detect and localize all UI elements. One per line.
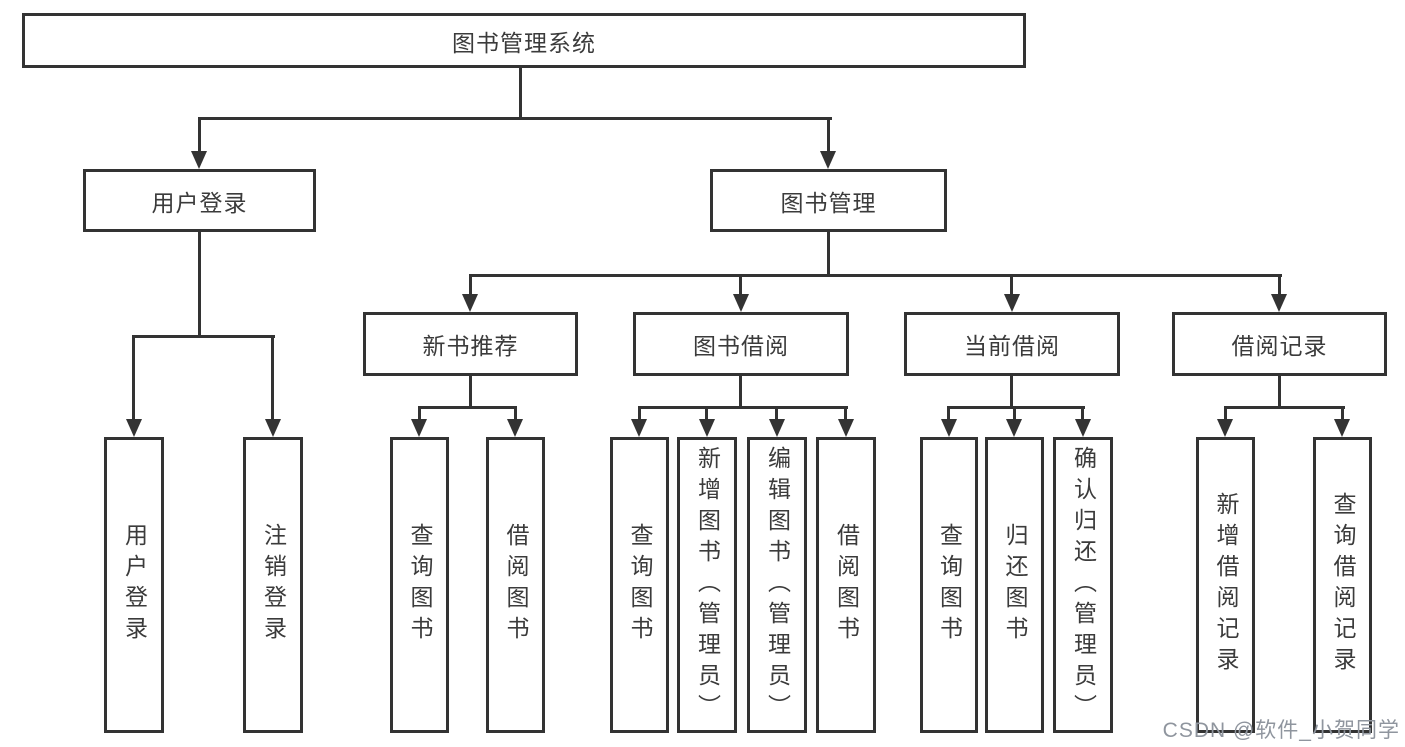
arrow-down xyxy=(733,294,749,312)
node-label: 图书管理 xyxy=(780,189,877,216)
node-label: 图书管理系统 xyxy=(452,29,596,56)
arrow-down xyxy=(462,294,478,312)
connector-line xyxy=(198,232,201,338)
connector-line xyxy=(638,406,641,423)
node-label: 新书推荐 xyxy=(422,333,519,359)
node-label: 用户登录 xyxy=(151,189,248,216)
arrow-down xyxy=(191,151,207,169)
connector-line xyxy=(198,117,832,120)
node-label: 用户登录 xyxy=(121,523,148,647)
connector-line xyxy=(469,274,472,298)
node-borrowing-records: 借阅记录 xyxy=(1172,312,1387,376)
arrow-down xyxy=(1006,419,1022,437)
arrow-down xyxy=(1075,419,1091,437)
node-add-books-admin: 新增图书（管理员） xyxy=(677,437,737,733)
arrow-down xyxy=(838,419,854,437)
node-user-login-leaf: 用户登录 xyxy=(104,437,164,733)
arrow-down xyxy=(631,419,647,437)
node-borrow-books-recommend: 借阅图书 xyxy=(486,437,545,733)
arrow-down xyxy=(265,419,281,437)
arrow-down xyxy=(126,419,142,437)
arrow-down xyxy=(769,419,785,437)
node-user-login: 用户登录 xyxy=(83,169,316,232)
connector-line xyxy=(1224,406,1227,423)
csdn-watermark: CSDN @软件_小贺同学 xyxy=(1162,719,1400,742)
node-query-books-recommend: 查询图书 xyxy=(390,437,449,733)
connector-line xyxy=(132,335,275,338)
connector-line xyxy=(827,117,830,155)
node-logout: 注销登录 xyxy=(243,437,303,733)
node-label: 新增借阅记录 xyxy=(1213,492,1239,678)
node-label: 编辑图书（管理员） xyxy=(764,445,791,725)
connector-line xyxy=(1278,274,1281,298)
connector-line xyxy=(1278,376,1281,409)
node-label: 当前借阅 xyxy=(964,333,1060,359)
arrow-down xyxy=(411,419,427,437)
connector-line xyxy=(514,406,517,423)
connector-line xyxy=(1013,406,1016,423)
connector-line xyxy=(418,406,421,423)
node-book-management: 图书管理 xyxy=(710,169,947,232)
connector-line xyxy=(827,232,830,277)
arrow-down xyxy=(941,419,957,437)
arrow-down xyxy=(1217,419,1233,437)
connector-line xyxy=(739,274,742,298)
connector-line xyxy=(1341,406,1344,423)
connector-line xyxy=(739,376,742,409)
arrow-down xyxy=(820,151,836,169)
connector-line xyxy=(469,274,1282,277)
connector-line xyxy=(1081,406,1084,423)
node-label: 借阅记录 xyxy=(1231,333,1328,359)
connector-line xyxy=(418,406,517,409)
node-query-books-current: 查询图书 xyxy=(920,437,978,733)
node-edit-books-admin: 编辑图书（管理员） xyxy=(747,437,807,733)
connector-line xyxy=(947,406,950,423)
node-query-books-borrowing: 查询图书 xyxy=(610,437,669,733)
node-current-borrowing: 当前借阅 xyxy=(904,312,1120,376)
connector-line xyxy=(947,406,1085,409)
connector-line xyxy=(775,406,778,423)
arrow-down xyxy=(1271,294,1287,312)
node-label: 确认归还（管理员） xyxy=(1070,445,1097,725)
node-return-books: 归还图书 xyxy=(985,437,1044,733)
arrow-down xyxy=(1004,294,1020,312)
node-label: 查询图书 xyxy=(936,523,963,647)
connector-line xyxy=(198,117,201,155)
node-query-borrow-record: 查询借阅记录 xyxy=(1313,437,1372,733)
connector-line xyxy=(1010,274,1013,298)
node-book-borrowing: 图书借阅 xyxy=(633,312,849,376)
node-confirm-return-admin: 确认归还（管理员） xyxy=(1053,437,1113,733)
connector-line xyxy=(132,335,135,423)
connector-line xyxy=(1010,376,1013,409)
connector-line xyxy=(844,406,847,423)
node-label: 归还图书 xyxy=(1002,523,1028,647)
node-label: 注销登录 xyxy=(260,523,287,647)
connector-line xyxy=(469,376,472,409)
node-new-book-recommendation: 新书推荐 xyxy=(363,312,578,376)
node-label: 查询借阅记录 xyxy=(1330,492,1356,678)
node-label: 借阅图书 xyxy=(833,523,860,647)
connector-line xyxy=(271,335,274,423)
node-borrow-books: 借阅图书 xyxy=(816,437,876,733)
node-label: 查询图书 xyxy=(407,523,433,647)
connector-line xyxy=(519,68,522,120)
arrow-down xyxy=(507,419,523,437)
node-library-management-system: 图书管理系统 xyxy=(22,13,1026,68)
node-label: 查询图书 xyxy=(627,523,653,647)
node-label: 图书借阅 xyxy=(693,333,789,359)
node-add-borrow-record: 新增借阅记录 xyxy=(1196,437,1255,733)
arrow-down xyxy=(699,419,715,437)
node-label: 新增图书（管理员） xyxy=(694,445,721,725)
node-label: 借阅图书 xyxy=(503,523,529,647)
arrow-down xyxy=(1334,419,1350,437)
connector-line xyxy=(1224,406,1345,409)
connector-line xyxy=(705,406,708,423)
connector-line xyxy=(638,406,848,409)
